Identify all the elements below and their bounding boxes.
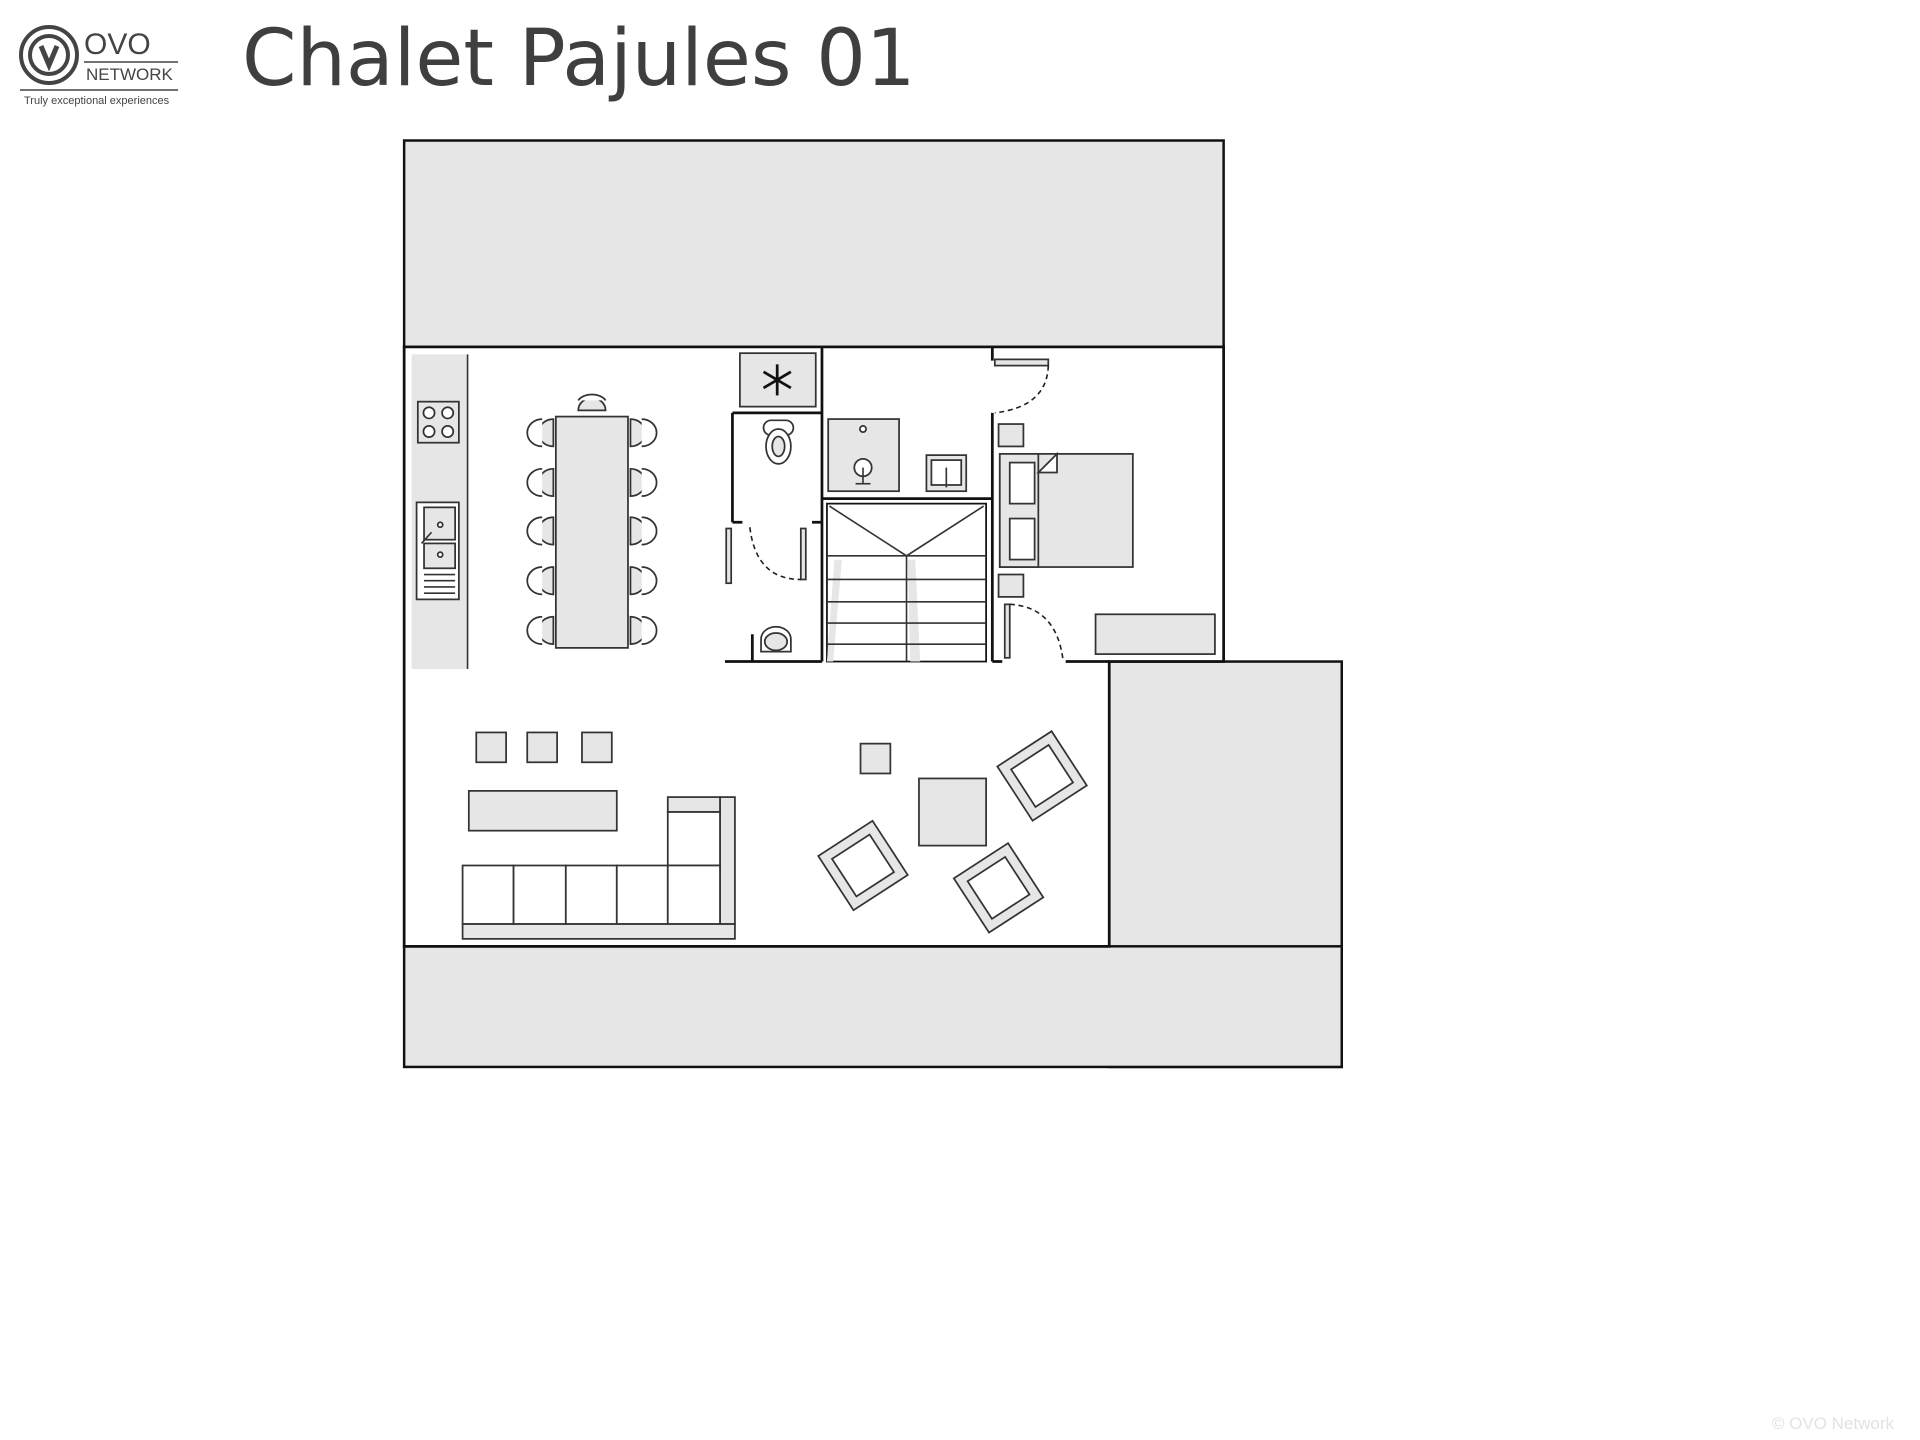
side-table (859, 742, 892, 775)
snowflake-icon (762, 364, 792, 396)
armchair (952, 841, 1045, 934)
kitchen-sink (415, 501, 460, 601)
bed (998, 451, 1134, 568)
freezer (739, 352, 817, 408)
nightstand (997, 573, 1025, 598)
dining-table (554, 415, 629, 649)
bathroom-washbasin (925, 454, 968, 493)
svg-text:OVO: OVO (84, 28, 151, 61)
coffee-table (467, 790, 618, 832)
desk (1094, 613, 1216, 655)
svg-text:Truly exceptional experiences: Truly exceptional experiences (24, 95, 170, 107)
staircase (826, 502, 987, 663)
svg-text:NETWORK: NETWORK (86, 65, 174, 84)
dining-chairs-left (526, 418, 555, 646)
ovo-network-logo: OVO NETWORK Truly exceptional experience… (19, 25, 178, 107)
copyright-watermark: © OVO Network (1771, 1414, 1894, 1433)
armchair (817, 819, 909, 912)
terrace-bottom (402, 945, 1344, 1069)
armchair (996, 730, 1089, 822)
cooktop (416, 400, 460, 444)
dining-chairs-right (629, 418, 658, 646)
side-table (526, 731, 558, 764)
side-table (475, 731, 507, 764)
toilet (762, 419, 795, 465)
nightstand (997, 423, 1025, 448)
terrace-top (402, 139, 1225, 349)
side-table (581, 731, 613, 764)
shower-tray (827, 418, 900, 493)
page-title: Chalet Pajules 01 (242, 14, 916, 104)
sectional-sofa (461, 796, 736, 940)
wc-washbasin (760, 625, 792, 653)
coffee-table (918, 777, 987, 847)
